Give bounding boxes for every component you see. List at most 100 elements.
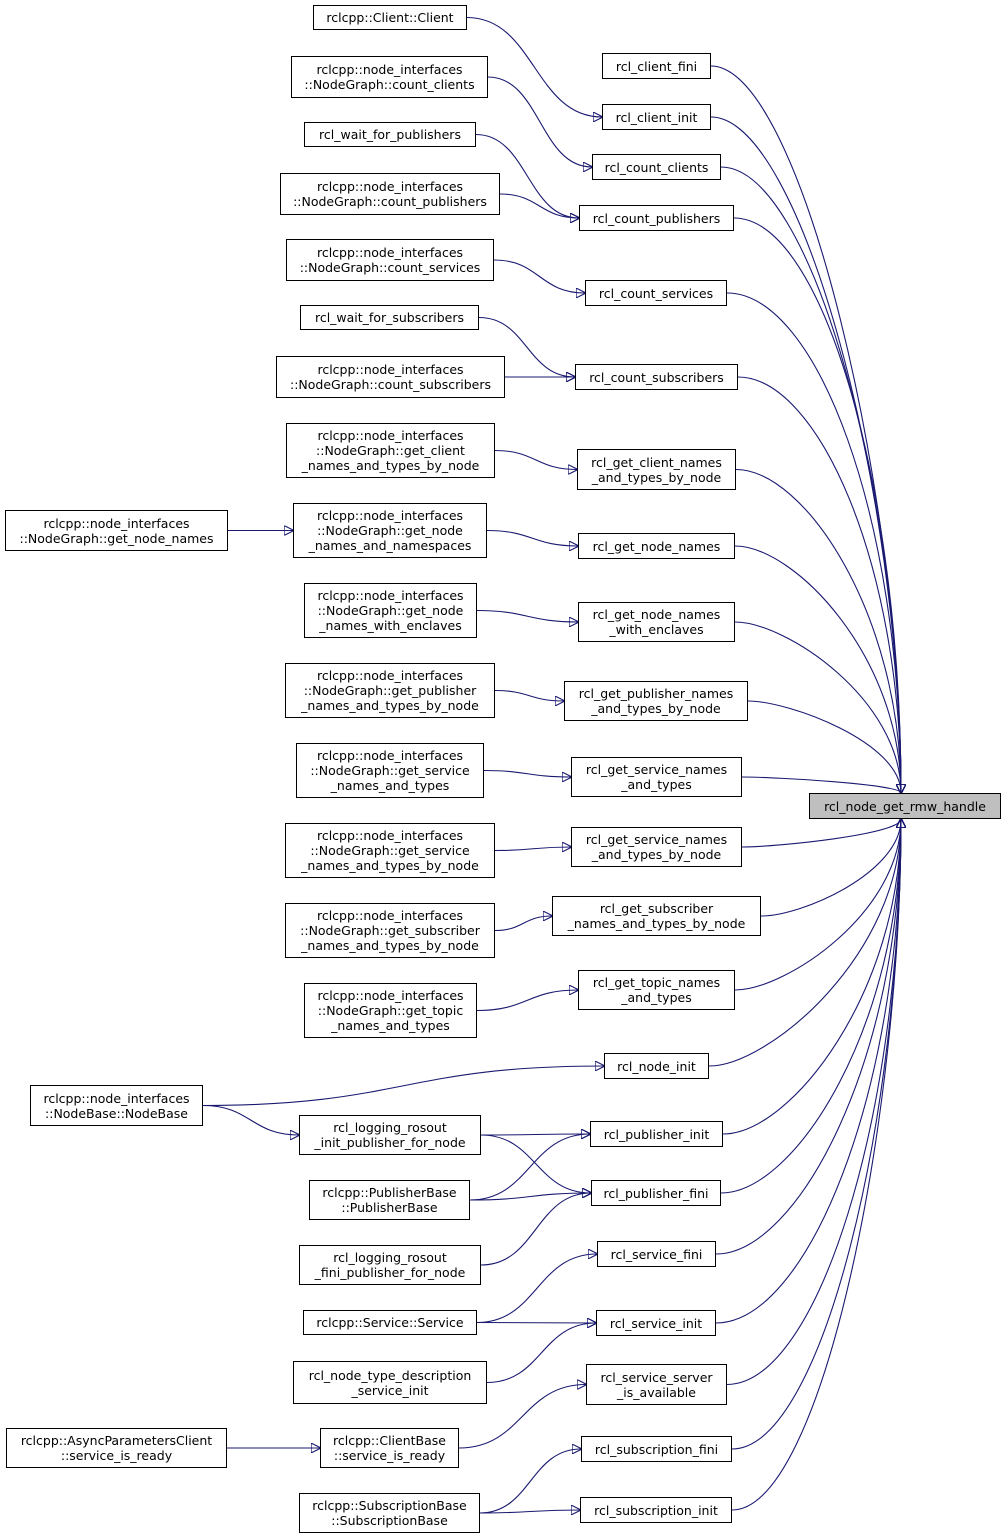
node-label-line: _names_and_types_by_node xyxy=(301,458,480,473)
node-label-line: _fini_publisher_for_node xyxy=(314,1265,466,1280)
node-nodegraph-get-publisher-names[interactable]: rclcpp::node_interfaces::NodeGraph::get_… xyxy=(285,663,495,718)
node-label-line: rcl_get_service_names xyxy=(585,832,728,847)
node-label-line: _init_publisher_for_node xyxy=(314,1135,466,1150)
node-nodegraph-count-services[interactable]: rclcpp::node_interfaces::NodeGraph::coun… xyxy=(286,239,494,281)
node-rcl-client-init[interactable]: rcl_client_init xyxy=(602,104,711,130)
node-label-line: rcl_logging_rosout xyxy=(333,1120,447,1135)
node-rcl-publisher-fini[interactable]: rcl_publisher_fini xyxy=(591,1180,721,1206)
node-nodegraph-count-publishers[interactable]: rclcpp::node_interfaces::NodeGraph::coun… xyxy=(280,173,500,215)
node-label-line: rclcpp::node_interfaces xyxy=(317,362,464,377)
node-label-line: rcl_count_publishers xyxy=(592,210,721,226)
node-asyncparametersclient-service-is-ready[interactable]: rclcpp::AsyncParametersClient::service_i… xyxy=(6,1428,227,1468)
node-nodegraph-count-subscribers[interactable]: rclcpp::node_interfaces::NodeGraph::coun… xyxy=(276,356,505,398)
call-edge xyxy=(202,1066,604,1107)
call-edge xyxy=(476,990,578,1012)
call-edge xyxy=(720,819,901,1194)
node-rcl-node-get-rmw-handle[interactable]: rcl_node_get_rmw_handle xyxy=(809,793,1001,819)
node-label-line: _names_and_types_by_node xyxy=(301,938,479,953)
node-label-line: rcl_service_init xyxy=(609,1315,703,1331)
call-edge xyxy=(726,292,901,793)
node-label-line: rclcpp::node_interfaces xyxy=(317,988,464,1003)
node-rcl-count-clients[interactable]: rcl_count_clients xyxy=(592,154,721,180)
node-label-line: ::NodeGraph::count_publishers xyxy=(293,194,487,209)
node-label-line: _names_and_types xyxy=(330,778,450,793)
call-edge xyxy=(735,468,901,794)
node-rcl-get-service-names-and-types[interactable]: rcl_get_service_names_and_types xyxy=(571,757,742,797)
call-edge xyxy=(734,545,901,793)
node-label-line: ::NodeGraph::get_topic xyxy=(317,1003,464,1018)
node-rcl-get-node-names[interactable]: rcl_get_node_names xyxy=(578,533,735,559)
node-label-line: ::PublisherBase xyxy=(341,1200,438,1215)
node-rcl-logging-rosout-init[interactable]: rcl_logging_rosout_init_publisher_for_no… xyxy=(299,1115,481,1155)
node-rcl-service-init[interactable]: rcl_service_init xyxy=(596,1310,716,1336)
call-edge xyxy=(737,376,901,793)
node-rcl-count-services[interactable]: rcl_count_services xyxy=(585,280,727,306)
node-label-line: rclcpp::node_interfaces xyxy=(316,748,464,763)
node-rcl-subscription-fini[interactable]: rcl_subscription_fini xyxy=(581,1436,732,1462)
node-label-line: rclcpp::node_interfaces xyxy=(43,515,190,531)
node-nodebase-nodebase[interactable]: rclcpp::node_interfaces::NodeBase::NodeB… xyxy=(30,1085,203,1126)
call-edge xyxy=(466,16,602,118)
node-rcl-wait-for-publishers[interactable]: rcl_wait_for_publishers xyxy=(304,122,476,147)
node-nodegraph-get-topic-names[interactable]: rclcpp::node_interfaces::NodeGraph::get_… xyxy=(304,983,477,1038)
node-label-line: rcl_node_type_description xyxy=(308,1367,472,1383)
node-label-line: rclcpp::node_interfaces xyxy=(43,1090,190,1106)
node-label-line: ::NodeGraph::get_service xyxy=(310,763,470,778)
node-nodegraph-count-clients[interactable]: rclcpp::node_interfaces::NodeGraph::coun… xyxy=(291,56,488,98)
node-rcl-count-subscribers[interactable]: rcl_count_subscribers xyxy=(575,364,738,390)
call-edge xyxy=(480,1134,590,1135)
call-edge xyxy=(480,1193,591,1266)
node-label-line: rcl_get_publisher_names xyxy=(578,686,734,701)
node-label-line: _names_with_enclaves xyxy=(319,618,462,633)
node-rcl-node-type-description-service-init[interactable]: rcl_node_type_description_service_init xyxy=(293,1361,487,1404)
node-label-line: rclcpp::node_interfaces xyxy=(316,508,464,523)
node-nodegraph-get-node-names[interactable]: rclcpp::node_interfaces::NodeGraph::get_… xyxy=(5,510,228,551)
node-rcl-get-node-names-with-enclaves[interactable]: rcl_get_node_names_with_enclaves xyxy=(578,602,735,642)
node-label-line: _names_and_types_by_node xyxy=(301,858,479,873)
call-edge xyxy=(493,259,585,293)
node-rcl-node-init[interactable]: rcl_node_init xyxy=(604,1053,709,1079)
node-nodegraph-get-node-names-with-enclaves[interactable]: rclcpp::node_interfaces::NodeGraph::get_… xyxy=(304,583,477,638)
node-rcl-client-fini[interactable]: rcl_client_fini xyxy=(602,53,711,79)
node-rcl-subscription-init[interactable]: rcl_subscription_init xyxy=(580,1497,732,1523)
call-edge xyxy=(494,916,552,932)
node-rcl-get-publisher-names-and-types-by-node[interactable]: rcl_get_publisher_names_and_types_by_nod… xyxy=(564,681,748,721)
node-label-line: ::NodeGraph::get_service xyxy=(310,843,470,858)
call-edge xyxy=(741,776,901,793)
node-rcl-get-subscriber-names-and-types-by-node[interactable]: rcl_get_subscriber_names_and_types_by_no… xyxy=(552,896,761,936)
node-label-line: ::NodeGraph::get_node xyxy=(317,523,463,538)
node-publisherbase-publisherbase[interactable]: rclcpp::PublisherBase::PublisherBase xyxy=(309,1180,470,1220)
node-nodegraph-get-service-names-by-node[interactable]: rclcpp::node_interfaces::NodeGraph::get_… xyxy=(285,823,495,878)
node-rclcpp-client-client[interactable]: rclcpp::Client::Client xyxy=(313,5,467,30)
call-edge xyxy=(734,819,901,991)
node-clientbase-service-is-ready[interactable]: rclcpp::ClientBase::service_is_ready xyxy=(320,1428,459,1468)
node-rcl-count-publishers[interactable]: rcl_count_publishers xyxy=(579,205,734,231)
node-nodegraph-get-client-names[interactable]: rclcpp::node_interfaces::NodeGraph::get_… xyxy=(286,423,495,478)
call-edge xyxy=(715,819,901,1255)
node-nodegraph-get-node-names-and-namespaces[interactable]: rclcpp::node_interfaces::NodeGraph::get_… xyxy=(293,503,487,558)
node-label-line: ::NodeBase::NodeBase xyxy=(45,1105,188,1121)
node-rcl-service-fini[interactable]: rcl_service_fini xyxy=(597,1241,716,1267)
node-subscriptionbase-subscriptionbase[interactable]: rclcpp::SubscriptionBase::SubscriptionBa… xyxy=(299,1493,480,1533)
node-label-line: ::NodeGraph::get_publisher xyxy=(303,683,477,698)
node-label-line: rcl_count_clients xyxy=(604,159,709,175)
node-rcl-wait-for-subscribers[interactable]: rcl_wait_for_subscribers xyxy=(300,305,479,330)
node-rcl-get-client-names-and-types-by-node[interactable]: rcl_get_client_names_and_types_by_node xyxy=(577,449,736,490)
node-nodegraph-get-service-names[interactable]: rclcpp::node_interfaces::NodeGraph::get_… xyxy=(296,743,484,798)
node-rcl-get-service-names-and-types-by-node[interactable]: rcl_get_service_names_and_types_by_node xyxy=(571,827,742,867)
node-rcl-logging-rosout-fini[interactable]: rcl_logging_rosout_fini_publisher_for_no… xyxy=(299,1245,481,1285)
node-label-line: rcl_get_service_names xyxy=(585,762,728,777)
node-rcl-publisher-init[interactable]: rcl_publisher_init xyxy=(590,1121,723,1147)
call-edge xyxy=(486,529,578,547)
node-rcl-get-topic-names-and-types[interactable]: rcl_get_topic_names_and_types xyxy=(578,970,735,1010)
node-rcl-service-server-is-available[interactable]: rcl_service_server_is_available xyxy=(586,1364,727,1405)
node-label-line: rclcpp::AsyncParametersClient xyxy=(20,1433,213,1448)
node-nodegraph-get-subscriber-names[interactable]: rclcpp::node_interfaces::NodeGraph::get_… xyxy=(285,903,495,958)
call-edge xyxy=(494,449,577,470)
node-label-line: rcl_wait_for_publishers xyxy=(319,127,461,142)
node-rclcpp-service-service[interactable]: rclcpp::Service::Service xyxy=(303,1310,477,1335)
call-edge xyxy=(478,316,575,378)
call-edge xyxy=(476,1323,596,1324)
node-label-line: rcl_logging_rosout xyxy=(333,1250,447,1265)
